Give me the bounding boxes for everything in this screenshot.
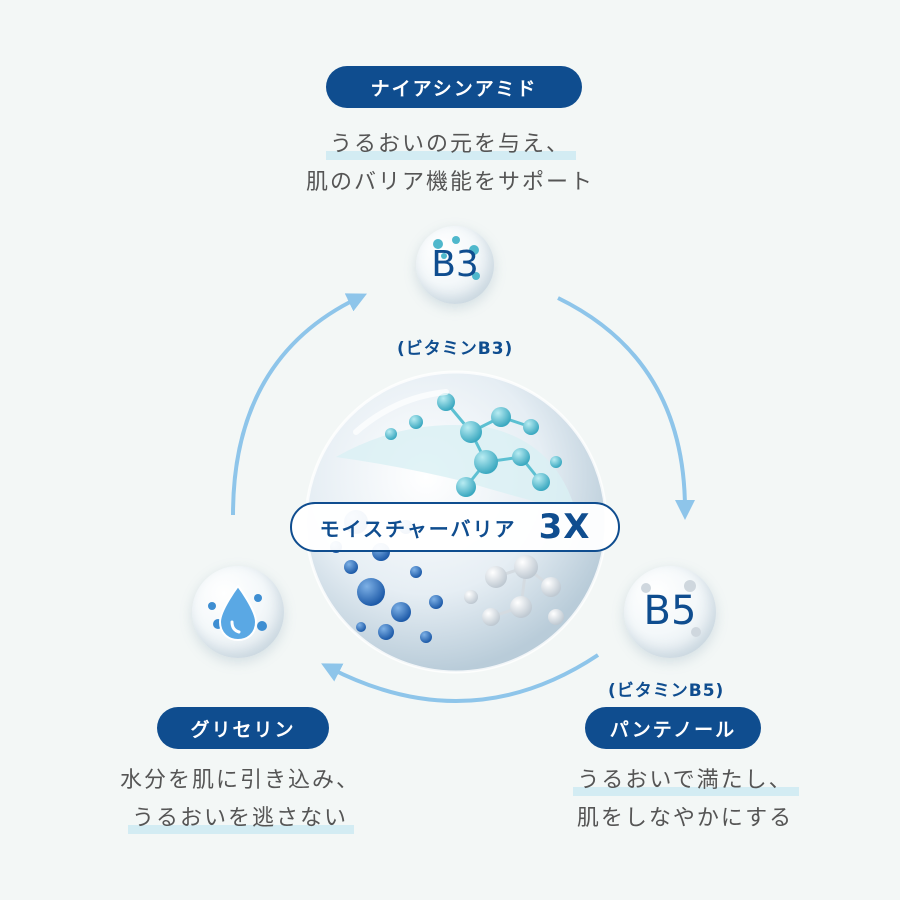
panthenol-desc-line2: 肌をしなやかにする: [576, 806, 794, 831]
panthenol-description: うるおいで満たし、 肌をしなやかにする: [530, 762, 840, 838]
b5-icon: B5: [624, 566, 716, 658]
niacinamide-desc-line1: うるおいの元を与え、: [325, 126, 577, 164]
moisture-barrier-multiplier: 3X: [538, 507, 591, 547]
arrow-glycerin-to-b3: [231, 293, 368, 516]
niacinamide-desc-line2: 肌のバリア機能をサポート: [305, 170, 594, 195]
niacinamide-badge: ナイアシンアミド: [326, 66, 582, 108]
niacinamide-sub-label: (ビタミンB3): [397, 339, 514, 359]
arrow-b5-to-glycerin: [321, 653, 600, 703]
water-drop-icon: [192, 566, 284, 658]
moisture-barrier-badge: モイスチャーバリア 3X: [290, 502, 620, 552]
b3-icon-text: B3: [431, 244, 479, 285]
panthenol-badge: パンテノール: [585, 707, 761, 749]
arrow-b3-to-b5: [557, 296, 695, 520]
glycerin-desc-line1: 水分を肌に引き込み、: [119, 768, 360, 793]
moisture-barrier-label: モイスチャーバリア: [319, 516, 517, 541]
glycerin-badge: グリセリン: [157, 707, 329, 749]
panthenol-desc-line1: うるおいで満たし、: [573, 762, 800, 800]
glycerin-desc-line2: うるおいを逃さない: [127, 800, 355, 838]
glycerin-description: 水分を肌に引き込み、 うるおいを逃さない: [90, 762, 390, 838]
niacinamide-description: うるおいの元を与え、 肌のバリア機能をサポート: [250, 126, 650, 202]
b5-icon-text: B5: [643, 588, 697, 634]
b3-icon: B3: [416, 226, 494, 304]
panthenol-sub-label: (ビタミンB5): [608, 681, 725, 701]
